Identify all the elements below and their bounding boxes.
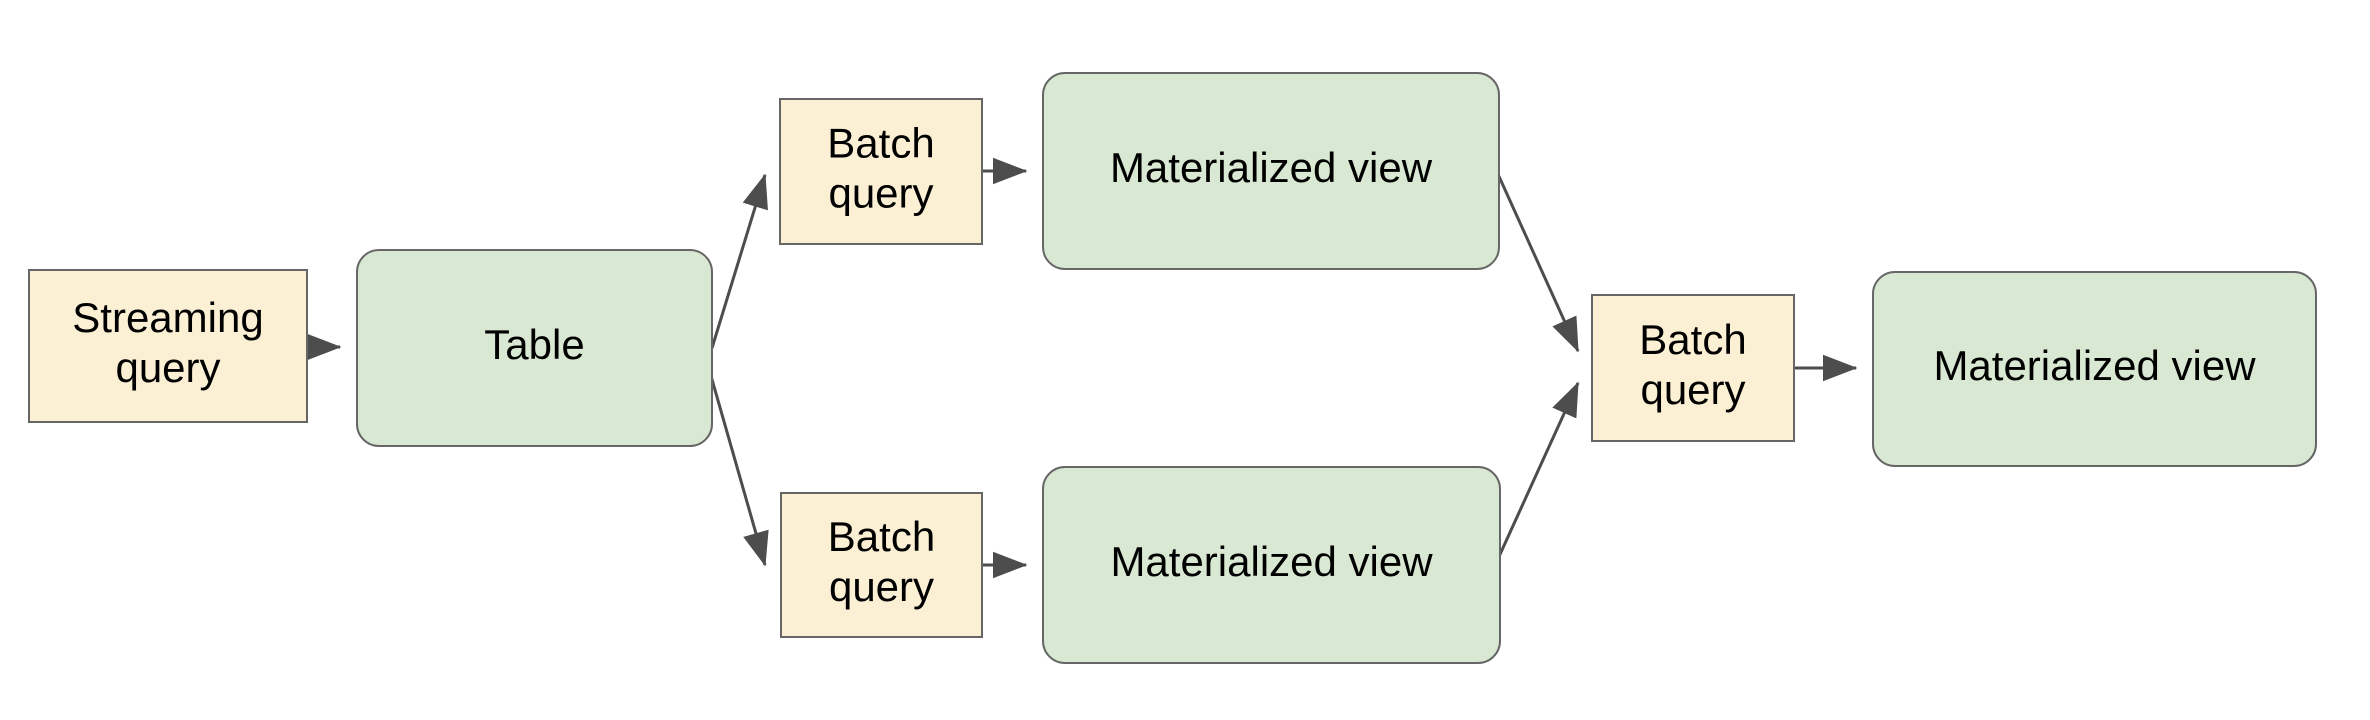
edge-mv-bottom-to-batch-merge — [1495, 381, 1580, 562]
node-materialized-view-final[interactable]: Materialized view — [1872, 271, 2317, 467]
batch-query-top-shape — [779, 98, 983, 245]
materialized-view-final-shape — [1872, 271, 2317, 467]
batch-query-merge-shape — [1591, 294, 1795, 442]
table-label: Table — [484, 321, 584, 368]
edge-table-to-batch-top — [710, 173, 768, 349]
edge-layer — [307, 157, 1858, 579]
node-materialized-view-bottom[interactable]: Materialized view — [1042, 466, 1501, 664]
node-materialized-view-top[interactable]: Materialized view — [1042, 72, 1500, 270]
edge-table-to-batch-bottom — [701, 347, 769, 567]
materialized-view-bottom-label: Materialized view — [1110, 538, 1433, 585]
streaming-query-shape — [28, 269, 308, 423]
batch-query-bottom-shape — [780, 492, 983, 638]
materialized-view-top-shape — [1042, 72, 1500, 270]
table-shape — [356, 249, 713, 447]
node-table[interactable]: Table — [356, 249, 713, 447]
materialized-view-bottom-shape — [1042, 466, 1501, 664]
edge-mv-top-to-batch-merge — [1495, 171, 1580, 353]
materialized-view-final-label: Materialized view — [1933, 342, 2256, 389]
materialized-view-top-label: Materialized view — [1110, 144, 1433, 191]
